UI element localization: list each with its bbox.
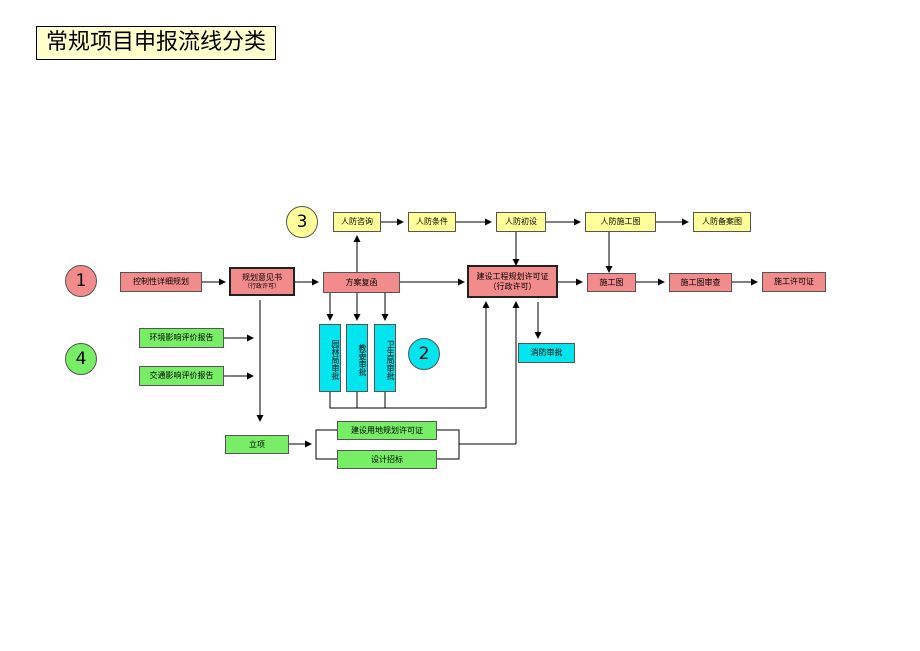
node-guihua-sub: （行政许可） [243,282,280,290]
node-rfsgt-label: 人防施工图 [600,217,641,227]
step-circle-3: 3 [286,206,318,238]
node-shigongtu-shencha: 施工图审查 [669,273,732,292]
node-jiaotong-label: 交通影响评价报告 [149,371,214,381]
node-shigong-xuke: 施工许可证 [762,272,826,292]
node-yongdi: 建设用地规划许可证 [337,421,437,440]
node-xuke-label: 施工许可证 [774,277,814,287]
node-yuanlin-label: 园林局审批 [331,340,340,380]
step-circle-2: 2 [408,338,440,370]
node-shigongtu: 施工图 [587,273,636,292]
node-fangan: 方案复函 [323,272,400,293]
node-guihua-label: 规划意见书 [242,273,282,283]
node-chushe-label: 人防初设 [505,217,537,227]
node-yuanlin: 园林局审批 [319,324,341,392]
node-jiaowei: 教委审批 [346,324,368,392]
node-lixiang: 立项 [225,435,289,454]
node-huanjing: 环境影响评价报告 [139,328,224,348]
node-sheji: 设计招标 [337,450,437,469]
node-xiaofang: 消防审批 [518,343,575,363]
node-renfang-tiaojian: 人防条件 [408,212,456,232]
node-lixiang-label: 立项 [249,439,265,449]
step-circle-4: 4 [65,343,97,375]
node-renfang-shigongtu: 人防施工图 [585,212,656,232]
node-xiaofang-label: 消防审批 [530,348,563,358]
node-fangan-label: 方案复函 [345,277,378,287]
node-zixun-label: 人防咨询 [341,217,373,227]
bracket-approvals [329,392,486,409]
node-shencha-label: 施工图审查 [680,277,721,287]
node-yongdi-label: 建设用地规划许可证 [351,425,423,435]
node-beian-label: 人防备案图 [702,217,742,227]
node-huanjing-label: 环境影响评价报告 [149,333,214,343]
node-renfang-zixun: 人防咨询 [333,212,381,232]
node-guihua: 规划意见书 （行政许可） [229,267,295,296]
branch-split [315,429,337,460]
node-jiaowei-label: 教委审批 [358,344,367,376]
step-circle-1: 1 [65,265,97,297]
node-jiaotong: 交通影响评价报告 [139,366,224,386]
node-jianshe-label: 建设工程规划许可证 [476,271,549,281]
page-title: 常规项目申报流线分类 [36,26,276,60]
node-tiaojian-label: 人防条件 [416,217,448,227]
node-kongzhi: 控制性详细规划 [120,272,202,292]
node-shigongtu-label: 施工图 [599,277,624,287]
node-jianshe: 建设工程规划许可证 （行政许可） [467,265,558,298]
node-renfang-chushe: 人防初设 [496,212,546,232]
node-weisheng-label: 卫生局审批 [386,340,395,380]
node-kongzhi-label: 控制性详细规划 [133,277,189,287]
branch-join [437,429,460,460]
node-renfang-beian: 人防备案图 [693,212,751,232]
node-jianshe-sub: （行政许可） [488,281,537,291]
node-sheji-label: 设计招标 [371,454,403,464]
node-weisheng: 卫生局审批 [374,324,396,392]
